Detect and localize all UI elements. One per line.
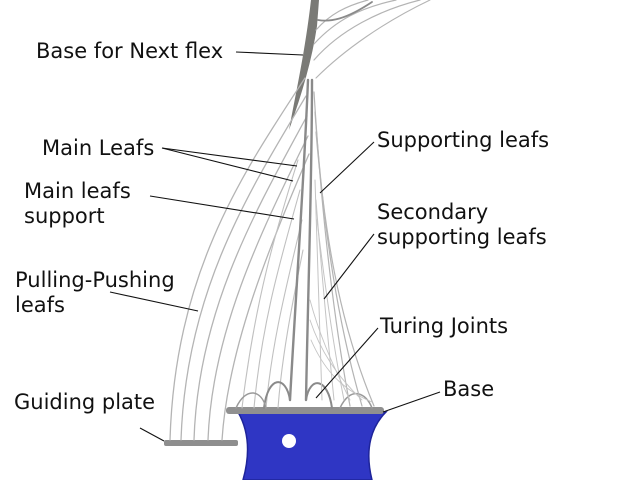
label-base-for-next-flex: Base for Next flex [36, 39, 223, 63]
pulling-pushing-leafs [169, 77, 310, 441]
label-main-leafs: Main Leafs [42, 136, 154, 160]
base-block [236, 411, 388, 480]
base-top-plate [226, 407, 384, 414]
base-for-next-flex [289, 0, 319, 130]
label-base: Base [443, 377, 494, 401]
label-secondary-line2: supporting leafs [377, 225, 547, 249]
main-leafs-support [241, 159, 304, 409]
label-main-leafs-support-line1: Main leafs [24, 179, 131, 203]
guiding-plate [164, 440, 238, 446]
label-pulling-pushing-line2: leafs [15, 293, 65, 317]
label-main-leafs-support-line2: support [24, 204, 105, 228]
leader-lines [109, 51, 441, 442]
secondary-supporting-leafs [309, 179, 373, 403]
supporting-leafs [313, 91, 375, 407]
label-turing-joints: Turing Joints [379, 314, 508, 338]
turing-joints [235, 381, 373, 409]
label-pulling-pushing-line1: Pulling-Pushing [15, 268, 175, 292]
upper-next-flex-leafs [313, 0, 431, 79]
label-secondary-line1: Secondary [377, 200, 488, 224]
label-supporting-leafs: Supporting leafs [377, 128, 549, 152]
main-leafs [288, 78, 314, 402]
label-guiding-plate: Guiding plate [14, 390, 155, 414]
base-hole [282, 434, 296, 448]
